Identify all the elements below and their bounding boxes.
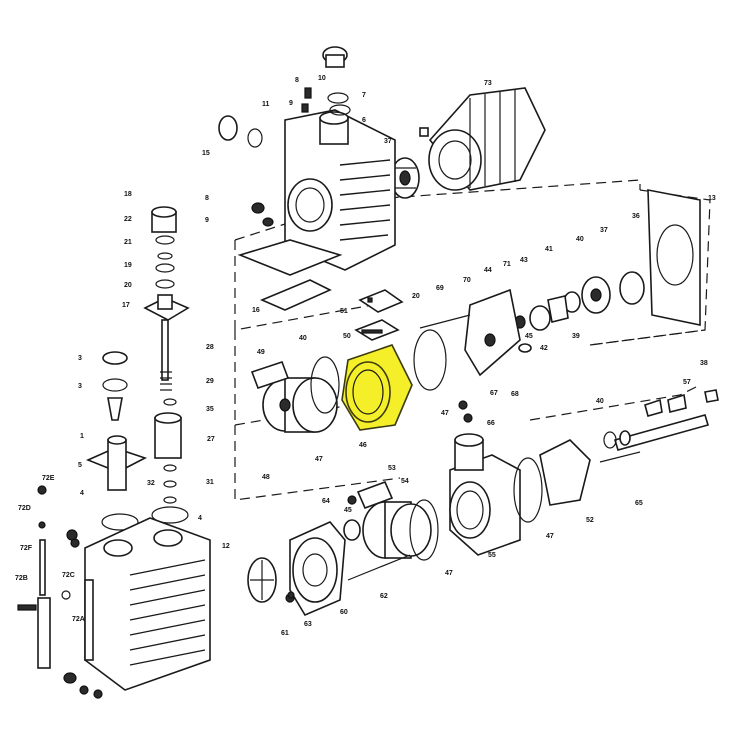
part-label: 72F [20, 545, 33, 552]
part-label: 44 [484, 267, 492, 274]
part-label: 72A [72, 616, 85, 623]
part-label: 61 [281, 630, 289, 637]
part-label: 51 [340, 308, 348, 315]
reservoir [84, 517, 211, 691]
part-label: 29 [206, 378, 214, 385]
part-label: 47 [315, 456, 323, 463]
part-label: 28 [206, 344, 214, 351]
part-label: 63 [304, 621, 312, 628]
hardware [63, 202, 473, 699]
part-label: 60 [340, 609, 348, 616]
part-label: 69 [436, 285, 444, 292]
part-label: 52 [586, 517, 594, 524]
part-label: 49 [257, 349, 265, 356]
part-label: 32 [147, 480, 155, 487]
part-label: 72D [18, 505, 31, 512]
part-label: 35 [206, 406, 214, 413]
part-label: 22 [124, 216, 132, 223]
part-label: 4 [198, 515, 202, 522]
part-label: 62 [380, 593, 388, 600]
part-label: 1 [80, 433, 84, 440]
motor [419, 87, 546, 191]
part-number-labels: 1334456788991011121315161718192020212227… [15, 75, 716, 637]
part-label: 47 [445, 570, 453, 577]
part-label: 73 [484, 80, 492, 87]
part-label: 40 [299, 335, 307, 342]
part-label: 40 [576, 236, 584, 243]
part-label: 55 [488, 552, 496, 559]
part-label: 4 [80, 490, 84, 497]
part-label: 54 [401, 478, 409, 485]
pump-stage-2 [343, 433, 591, 561]
rotor-stage-1 [250, 329, 447, 433]
part-label: 12 [222, 543, 230, 550]
top-fittings [301, 46, 351, 116]
part-label: 65 [635, 500, 643, 507]
part-label: 3 [78, 383, 82, 390]
coupling-top [390, 157, 420, 199]
part-label: 21 [124, 239, 132, 246]
part-label: 50 [343, 333, 351, 340]
part-label: 10 [318, 75, 326, 82]
part-label: 42 [540, 345, 548, 352]
part-label: 47 [441, 410, 449, 417]
shaft-assembly [419, 271, 645, 377]
part-label: 45 [344, 507, 352, 514]
part-label: 70 [463, 277, 471, 284]
part-label: 13 [708, 195, 716, 202]
part-label: 11 [262, 101, 270, 108]
part-label: 72B [15, 575, 28, 582]
end-plate [647, 189, 701, 326]
part-label: 16 [252, 307, 260, 314]
part-label: 19 [124, 262, 132, 269]
part-label: 40 [596, 398, 604, 405]
part-label: 27 [207, 436, 215, 443]
part-label: 37 [384, 138, 392, 145]
part-label: 45 [525, 333, 533, 340]
part-label: 72C [62, 572, 75, 579]
part-label: 3 [78, 355, 82, 362]
part-label: 48 [262, 474, 270, 481]
part-label: 53 [388, 465, 396, 472]
part-label: 8 [205, 195, 209, 202]
left-column-parts [143, 206, 190, 504]
part-label: 7 [362, 92, 366, 99]
stator-highlighted [341, 344, 413, 431]
valve-stack [85, 351, 189, 531]
part-label: 43 [520, 257, 528, 264]
part-label: 66 [487, 420, 495, 427]
part-label: 41 [545, 246, 553, 253]
part-label: 5 [78, 462, 82, 469]
part-label: 20 [412, 293, 420, 300]
part-label: 57 [683, 379, 691, 386]
part-label: 20 [124, 282, 132, 289]
part-label: 46 [359, 442, 367, 449]
part-label: 71 [503, 261, 511, 268]
part-label: 15 [202, 150, 210, 157]
part-label: 17 [122, 302, 130, 309]
part-label: 72E [42, 475, 55, 482]
port-15 [218, 115, 263, 148]
part-label: 9 [289, 100, 293, 107]
part-label: 6 [362, 117, 366, 124]
part-label: 9 [205, 217, 209, 224]
part-label: 18 [124, 191, 132, 198]
part-label: 67 [490, 390, 498, 397]
part-label: 64 [322, 498, 330, 505]
part-label: 8 [295, 77, 299, 84]
part-label: 47 [546, 533, 554, 540]
plates [354, 289, 404, 341]
part-label: 38 [700, 360, 708, 367]
top-housing [237, 109, 396, 311]
part-label: 37 [600, 227, 608, 234]
right-shaft [599, 389, 719, 463]
part-label: 31 [206, 479, 214, 486]
sight-glass [17, 485, 71, 669]
part-label: 68 [511, 391, 519, 398]
part-label: 39 [572, 333, 580, 340]
part-label: 36 [632, 213, 640, 220]
